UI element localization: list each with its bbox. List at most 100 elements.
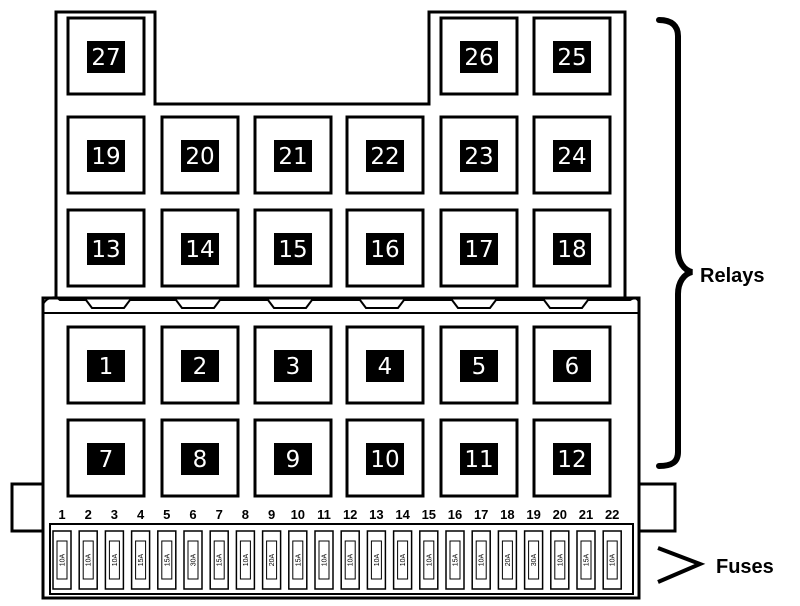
relay-slot-16: 16	[345, 208, 425, 288]
fuse-window	[56, 540, 68, 580]
relay-number-box	[553, 233, 591, 265]
relay-number-box	[366, 350, 404, 382]
relay-slot-10: 10	[345, 418, 425, 498]
relay-slot-20: 20	[160, 115, 240, 195]
relay-number: 6	[565, 354, 580, 380]
fuse-number: 8	[242, 507, 249, 522]
fuse-window	[161, 540, 173, 580]
right-mounting-tab	[637, 482, 677, 533]
fuse-rating: 10A	[348, 553, 355, 566]
fuse-rating: 10A	[60, 553, 67, 566]
relay-number-box	[87, 233, 125, 265]
fuse-rating: 10A	[400, 553, 407, 566]
fuse-rating: 30A	[531, 553, 538, 566]
fuse-number: 22	[605, 507, 619, 522]
fuse-number: 5	[163, 507, 170, 522]
fuse-number: 20	[553, 507, 567, 522]
relay-number-box	[181, 443, 219, 475]
fuse-11: 11 10A	[314, 507, 334, 590]
fuse-number: 11	[317, 507, 331, 522]
fuse-number: 17	[474, 507, 488, 522]
relay-slot-4: 4	[345, 325, 425, 405]
fuse-window	[475, 540, 487, 580]
fuse-number: 14	[395, 507, 410, 522]
fuse-rating: 20A	[269, 553, 276, 566]
fuse-window	[397, 540, 409, 580]
fuse-window	[344, 540, 356, 580]
fuse-window	[187, 540, 199, 580]
fuse-17: 17 10A	[471, 507, 491, 590]
fuse-number: 18	[500, 507, 514, 522]
relay-number-box	[274, 233, 312, 265]
relay-number-box	[87, 41, 125, 73]
fuse-rating: 10A	[322, 553, 329, 566]
relay-slot-26: 26	[439, 16, 519, 96]
relay-slot-outline	[439, 208, 519, 288]
fuse-rating: 10A	[479, 553, 486, 566]
relay-slot-7: 7	[66, 418, 146, 498]
relay-slot-5: 5	[439, 325, 519, 405]
relay-number: 22	[370, 144, 399, 170]
relay-slot-outline	[532, 325, 612, 405]
fuse-number: 3	[111, 507, 118, 522]
relay-number-box	[181, 350, 219, 382]
relay-number-box	[366, 140, 404, 172]
relay-number-box	[553, 443, 591, 475]
relay-number: 18	[557, 237, 586, 263]
fuse-window	[580, 540, 592, 580]
relay-slot-1: 1	[66, 325, 146, 405]
relay-number-box	[460, 140, 498, 172]
fuse-window	[449, 540, 461, 580]
relay-number: 4	[378, 354, 393, 380]
fuse-21: 21 15A	[576, 507, 596, 590]
relay-number-box	[460, 350, 498, 382]
relay-slot-17: 17	[439, 208, 519, 288]
relay-slot-outline	[439, 418, 519, 498]
fuse-window	[318, 540, 330, 580]
relay-slot-22: 22	[345, 115, 425, 195]
relay-number: 16	[370, 237, 399, 263]
relay-number: 26	[464, 45, 493, 71]
relay-number-box	[366, 443, 404, 475]
relay-number-box	[274, 140, 312, 172]
relays-label: Relays	[700, 265, 765, 287]
relay-number-box	[460, 233, 498, 265]
fuse-rating: 10A	[374, 553, 381, 566]
relay-number-box	[274, 443, 312, 475]
relay-slot-3: 3	[253, 325, 333, 405]
fuse-rating: 10A	[243, 553, 250, 566]
relay-number: 19	[91, 144, 120, 170]
relay-number: 2	[193, 354, 208, 380]
fuse-window	[606, 540, 618, 580]
relay-number-box	[553, 41, 591, 73]
fuse-number: 16	[448, 507, 462, 522]
fuse-number: 21	[579, 507, 593, 522]
relays-brace	[656, 17, 693, 469]
fuse-number: 13	[369, 507, 383, 522]
fuse-rating: 15A	[584, 553, 591, 566]
fuse-rating: 30A	[191, 553, 198, 566]
left-mounting-tab	[10, 482, 45, 533]
relay-number: 17	[464, 237, 493, 263]
relay-number: 8	[193, 447, 208, 473]
relay-number-box	[181, 140, 219, 172]
fuse-rating: 15A	[138, 553, 145, 566]
clip-strip	[42, 296, 640, 309]
relay-slot-18: 18	[532, 208, 612, 288]
relay-number: 25	[557, 45, 586, 71]
relay-number: 14	[185, 237, 214, 263]
relay-number-box	[460, 443, 498, 475]
fuse-window	[82, 540, 94, 580]
fuse-rating: 15A	[217, 553, 224, 566]
fuse-number: 2	[85, 507, 92, 522]
relay-number: 1	[99, 354, 114, 380]
